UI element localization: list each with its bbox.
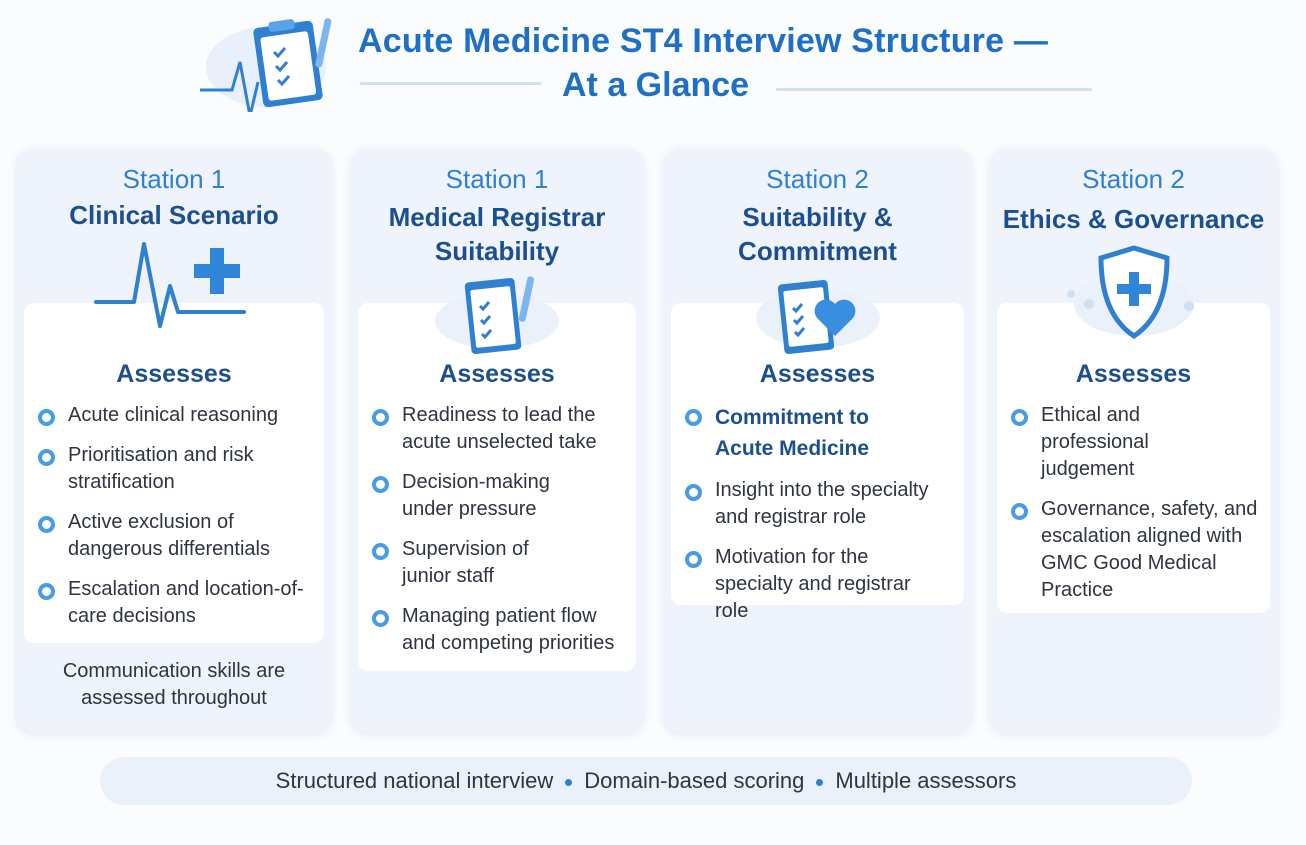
- card-title: Suitability & Commitment: [738, 202, 897, 266]
- shield-cross-icon: [1066, 245, 1194, 340]
- title-divider-right: [776, 88, 1092, 91]
- assesses-heading: Assesses: [759, 360, 876, 388]
- title-divider-left: [360, 82, 542, 85]
- page-title: Acute Medicine ST4 Interview Structure —: [358, 22, 1049, 60]
- station-card-clinical-scenario: Station 1 Clinical Scenario Assesses Acu…: [16, 148, 332, 733]
- heartbeat-cross-icon: [94, 242, 246, 328]
- list-item: Acute clinical reasoning: [36, 402, 320, 429]
- list-item: Managing patient flow and competing prio…: [370, 603, 624, 657]
- station-card-ethics-governance: Station 2 Ethics & Governance Assesses E…: [989, 148, 1278, 733]
- list-item: Decision-making under pressure: [370, 469, 624, 523]
- list-item: Governance, safety, and escalation align…: [1009, 496, 1264, 604]
- clipboard-heart-icon: [755, 279, 880, 355]
- card-panel: [358, 303, 636, 671]
- clipboard-heartbeat-icon: [200, 18, 332, 112]
- list-item: Ethical and professional judgement: [1009, 402, 1264, 483]
- clipboard-checklist-icon: [435, 276, 559, 355]
- assesses-heading: Assesses: [116, 360, 232, 388]
- station-label: Station 1: [122, 164, 226, 194]
- page-subtitle: At a Glance: [562, 66, 750, 104]
- assesses-list: Readiness to lead the acute unselected t…: [370, 402, 624, 670]
- assesses-list: Ethical and professional judgement Gover…: [1009, 402, 1264, 617]
- communication-note: Communication skills are assessed throug…: [62, 660, 286, 709]
- list-item: Supervision of junior staff: [370, 536, 624, 590]
- assesses-list: Commitment to Acute Medicine Insight int…: [683, 402, 958, 638]
- list-item: Insight into the specialty and registrar…: [683, 477, 958, 531]
- card-title: Ethics & Governance: [1002, 204, 1265, 234]
- assesses-heading: Assesses: [439, 360, 555, 388]
- footer-summary-bar: Structured national interview Domain-base…: [100, 757, 1192, 805]
- card-title: Medical Registrar Suitability: [388, 202, 606, 266]
- list-item-highlight: Commitment to Acute Medicine: [683, 402, 958, 464]
- card-panel: [997, 303, 1270, 613]
- footer-item: Multiple assessors: [835, 768, 1017, 793]
- station-label: Station 1: [445, 164, 549, 194]
- assesses-heading: Assesses: [1075, 360, 1192, 388]
- list-item: Motivation for the specialty and registr…: [683, 544, 958, 625]
- list-item: Prioritisation and risk stratification: [36, 442, 320, 496]
- card-panel: [24, 303, 324, 643]
- bullet-dot-icon: [816, 778, 824, 786]
- list-item: Readiness to lead the acute unselected t…: [370, 402, 624, 456]
- bullet-dot-icon: [565, 778, 573, 786]
- station-card-registrar-suitability: Station 1 Medical Registrar Suitability …: [350, 148, 644, 733]
- list-item: Active exclusion of dangerous differenti…: [36, 509, 320, 563]
- footer-item: Structured national interview: [275, 768, 554, 793]
- station-label: Station 2: [766, 164, 869, 194]
- assesses-list: Acute clinical reasoning Prioritisation …: [36, 402, 320, 643]
- list-item: Escalation and location-of-care decision…: [36, 576, 320, 630]
- station-card-suitability-commitment: Station 2 Suitability & Commitment Asses…: [663, 148, 972, 733]
- footer-item: Domain-based scoring: [584, 768, 805, 793]
- card-title: Clinical Scenario: [69, 200, 279, 230]
- station-label: Station 2: [1082, 164, 1185, 194]
- card-panel: [671, 303, 964, 605]
